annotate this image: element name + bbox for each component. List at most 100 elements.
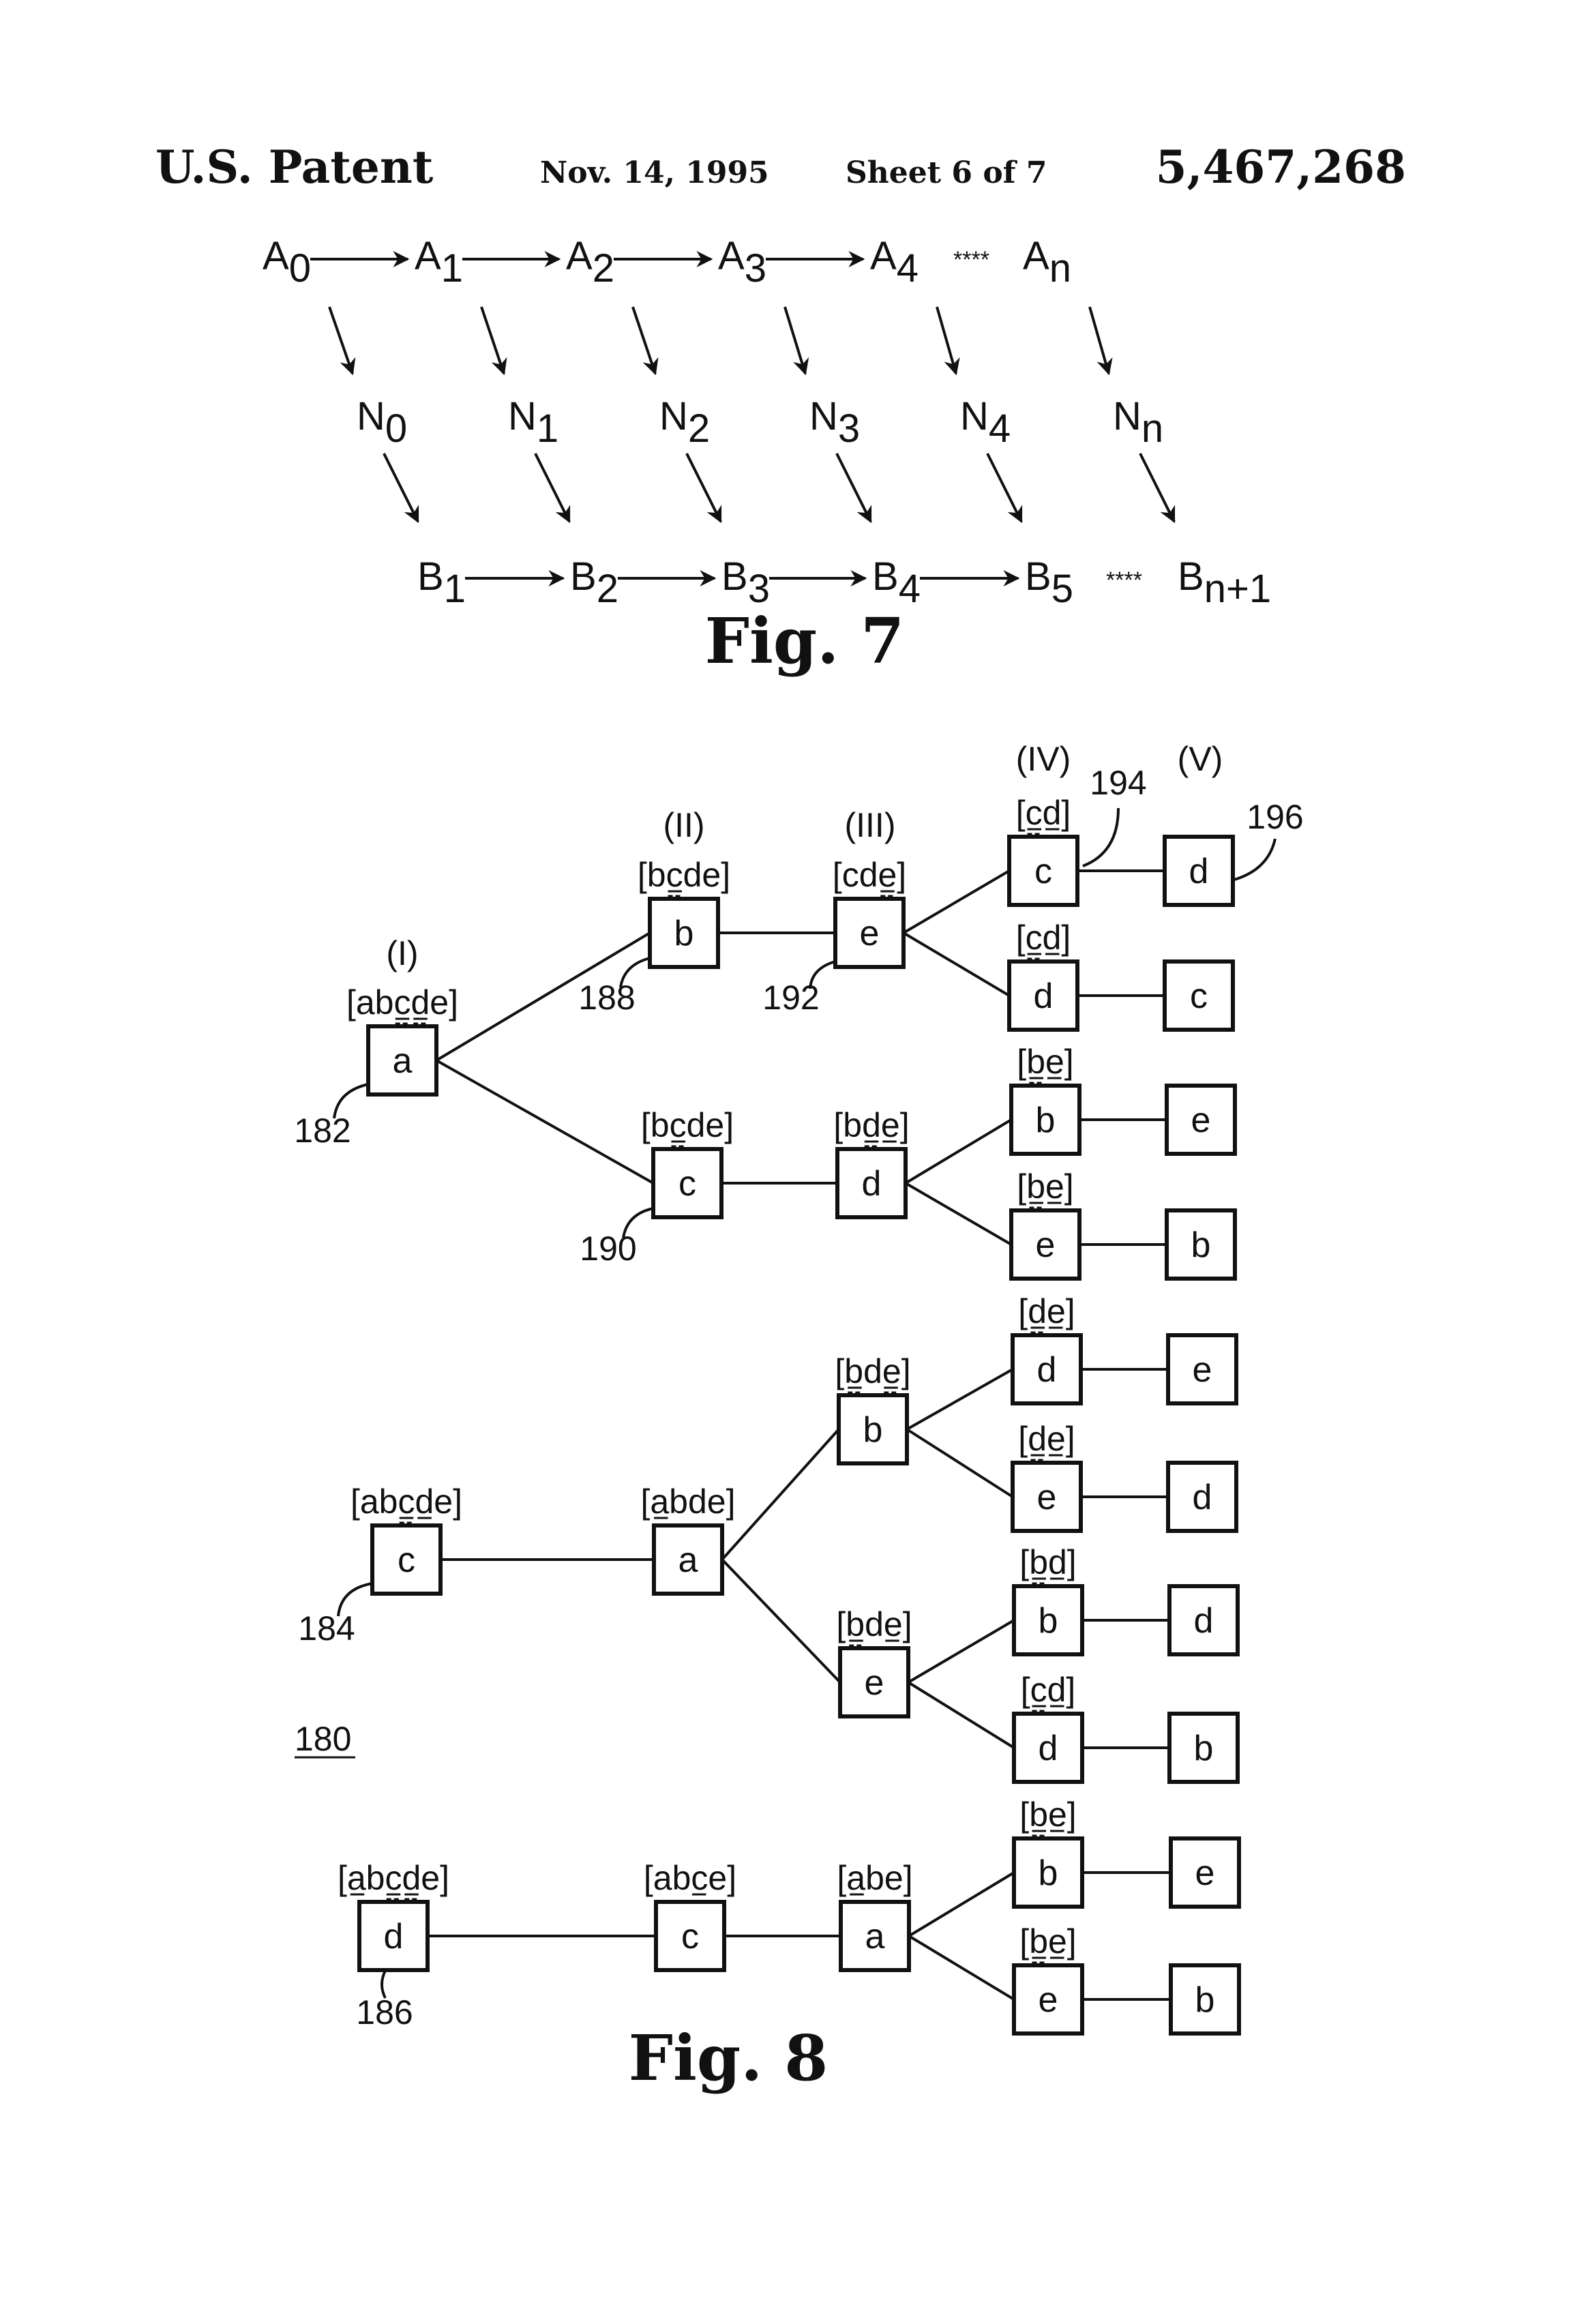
fig7-node-a5: An [1023,234,1071,290]
ref-numeral: 182 [294,1112,350,1150]
node-letter: e [1191,1101,1211,1140]
fig8-node-n14: c[abcde] [350,1483,462,1594]
ref-196: 196 [1234,798,1304,880]
fig7-node-b0: B1 [417,554,466,611]
ref-numeral: 186 [356,1993,413,2031]
node-letter: c [1034,852,1052,891]
fig8-node-n31: e[be] [1014,1922,1082,2034]
figure-8-reference-numerals: 182 184 186 188 190 192 194 196 [294,764,1303,2031]
node-letter: b [1039,1853,1058,1893]
node-letter-set: [abcde] [338,1859,449,1897]
fig8-node-n18: e [1168,1335,1236,1403]
fig7-node-n2: N2 [659,394,710,451]
fig8-edge-n9-n10 [906,1120,1011,1183]
fig8-level-4: (IV) [1016,740,1071,778]
node-letter-set: [bde] [835,1352,910,1390]
fig7-arrow-a-n-0 [329,307,353,374]
fig8-edge-n16-n17 [907,1369,1013,1429]
fig7-arrow-a-n-1 [481,307,504,374]
fig8-node-n20: d [1168,1463,1236,1531]
node-letter: b [1194,1729,1214,1768]
ref-numeral: 188 [578,979,635,1017]
node-letter: b [1039,1601,1058,1641]
ref-184: 184 [298,1583,372,1648]
fig7-node-a2: A2 [566,234,614,290]
fig8-node-n8: c [bcde] [641,1106,734,1217]
fig8-edge-n15-n16 [722,1429,839,1560]
figure-8-caption: Fig. 8 [629,2021,829,2095]
ref-numeral: 190 [580,1230,636,1268]
fig8-node-n21: e[bde] [836,1605,912,1716]
node-letter: b [1195,1980,1215,2020]
fig8-node-n27: c [abce] [644,1859,736,1970]
ref-192: 192 [762,962,835,1017]
figure-7-caption: Fig. 7 [705,604,905,678]
node-letter-set: [be] [1019,1796,1076,1834]
fig8-node-n1: a [abcde] [346,983,458,1094]
node-letter-set: [de] [1018,1420,1075,1458]
fig7-node-n1: N1 [508,394,558,451]
fig8-node-n9: d[bde] [833,1106,909,1217]
fig8-node-n2: b[bcde] [638,856,730,967]
fig7-node-n3: N3 [809,394,860,451]
fig8-level-2: (II) [663,806,704,844]
fig7-arrow-n-b-5 [1140,453,1174,522]
fig7-node-a0: A0 [263,234,311,290]
node-letter-set: [cd] [1016,919,1071,957]
fig8-edge-n21-n22 [908,1620,1014,1682]
fig7-arrow-a-n-5 [1090,307,1109,374]
figure-reference-180: 180 [295,1720,351,1758]
ref-numeral: 196 [1247,798,1303,836]
node-letter-set: [bd] [1019,1543,1076,1581]
node-letter-set: [bcde] [638,856,730,894]
fig8-node-n16: b[bde] [835,1352,910,1463]
fig8-node-n25: b [1169,1714,1238,1782]
fig7-arrow-n-b-2 [687,453,721,522]
fig8-edge-n28-n31 [909,1936,1014,1999]
fig7-arrow-n-b-4 [987,453,1021,522]
node-letter: d [1193,1478,1212,1517]
fig8-node-n19: e[de] [1013,1420,1081,1531]
fig8-node-n23: d [1169,1586,1238,1654]
fig7-node-b2: B3 [721,554,770,611]
fig8-node-n5: d [1165,837,1233,905]
fig8-edge-n1-n8 [436,1060,653,1183]
fig8-edge-n15-n21 [722,1560,840,1682]
fig7-node-n5: Nn [1113,394,1163,451]
node-letter-set: [cde] [833,856,906,894]
node-letter: c [681,1917,699,1956]
page-header: U.S. Patent Nov. 14, 1995 Sheet 6 of 7 5… [155,140,1406,194]
fig8-node-n28: a[abe] [837,1859,912,1970]
node-letter: d [1037,1350,1057,1390]
node-letter-set: [abde] [640,1483,735,1521]
ref-numeral: 194 [1090,764,1146,802]
fig8-edge-n21-n24 [908,1682,1014,1748]
node-letter-set: [abcde] [346,983,458,1022]
node-letter-set: [bde] [836,1605,912,1643]
patent-number: 5,467,268 [1156,140,1406,194]
fig7-node-n0: N0 [357,394,407,451]
node-letter: c [678,1164,696,1204]
fig7-node-n4: N4 [960,394,1011,451]
patent-date: Nov. 14, 1995 [540,155,769,190]
fig8-node-n11: e [1167,1086,1235,1154]
fig8-edge-n3-n6 [904,933,1009,996]
node-letter: d [1189,852,1209,891]
fig8-node-n32: b [1171,1965,1239,2034]
fig8-node-n4: c [cd] [1009,794,1077,905]
node-letter-set: [abce] [644,1859,736,1897]
node-letter: e [1195,1853,1215,1893]
node-letter: b [1036,1101,1056,1140]
ref-190: 190 [580,1208,653,1268]
node-letter: e [860,914,880,953]
fig7-ellipsis-b: **** [1106,567,1142,593]
node-letter-set: [bde] [833,1106,909,1144]
node-letter: a [393,1041,413,1081]
fig8-edge-n3-n4 [904,871,1009,933]
fig7-arrow-a-n-4 [937,307,956,374]
node-letter-set: [bcde] [641,1106,734,1144]
fig7-node-a3: A3 [718,234,766,290]
node-letter-set: [cd] [1016,794,1071,832]
fig7-arrow-n-b-1 [535,453,569,522]
